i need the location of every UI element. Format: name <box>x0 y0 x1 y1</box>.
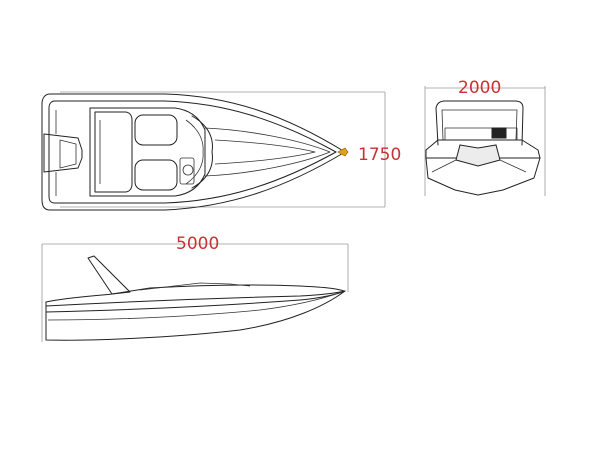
side-view-rubrail <box>45 290 346 313</box>
bow-marker-icon <box>337 147 349 157</box>
side-view-windshield <box>87 255 131 295</box>
front-view: 2000 <box>424 78 546 196</box>
top-view-steering-wheel-icon <box>182 164 194 176</box>
top-view-bow-inner <box>214 139 316 165</box>
top-view-hull-outer <box>41 93 346 211</box>
side-view-length-label: 5000 <box>176 234 219 254</box>
front-view-hull <box>425 157 541 196</box>
top-view-gunwale <box>48 100 337 204</box>
top-view-width-label: 1750 <box>358 145 401 165</box>
top-view-width-dimension <box>60 91 386 208</box>
side-view-cabin-top <box>139 282 251 291</box>
side-view-sheer <box>45 290 346 307</box>
front-view-windshield-inner <box>441 109 518 141</box>
top-view-console <box>179 157 195 185</box>
top-view-bow-deck <box>204 127 331 177</box>
front-view-windshield <box>435 100 524 146</box>
side-view-deck-line <box>45 284 345 303</box>
top-view-cockpit <box>89 107 206 197</box>
top-view-seat-port-front <box>134 114 178 146</box>
front-view-beam-label: 2000 <box>458 78 501 98</box>
front-view-hull-strake <box>431 159 527 173</box>
top-view-rear-bench <box>94 111 133 193</box>
front-view-bow-center <box>455 144 501 167</box>
top-view: 1750 <box>41 91 401 211</box>
side-view-chine <box>47 291 343 321</box>
side-view-length-dimension <box>41 243 349 342</box>
side-view: 5000 <box>41 234 349 342</box>
top-view-seat-stbd-front <box>134 159 178 191</box>
top-view-engine-inner <box>59 139 77 169</box>
top-view-windshield <box>191 115 213 189</box>
front-view-console-dark <box>491 127 507 139</box>
front-view-beam-dimension <box>424 86 546 196</box>
top-view-windshield-inner <box>185 119 204 185</box>
top-view-engine <box>43 133 83 173</box>
side-view-hull <box>45 290 346 341</box>
